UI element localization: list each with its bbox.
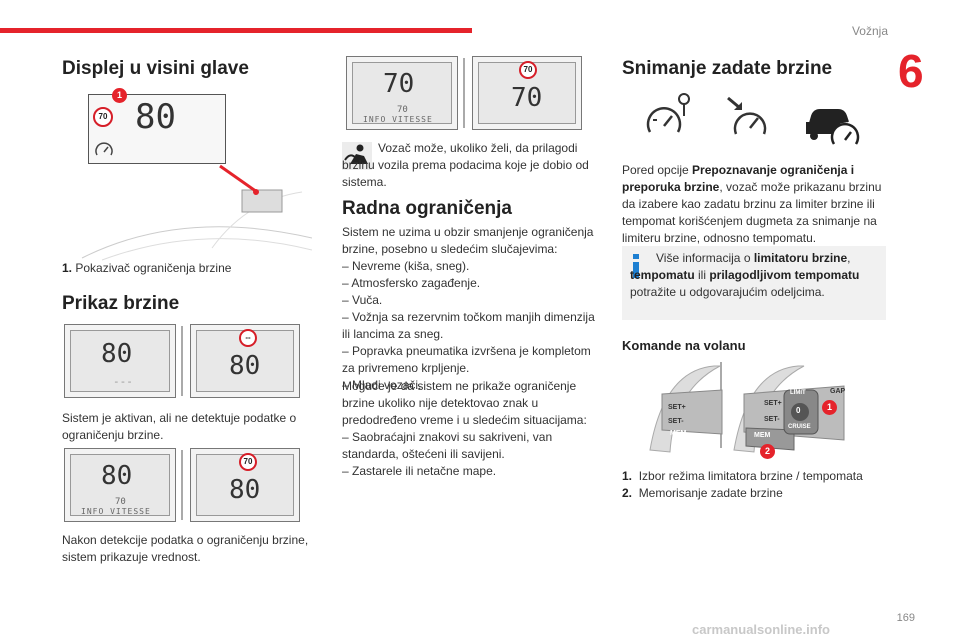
paragraph-no-data: Sistem je aktivan, ali ne detektuje poda… [62, 411, 297, 442]
top-accent-bar [0, 28, 472, 33]
stalk-drawing [649, 362, 845, 453]
footer-watermark: carmanualsonline.info [692, 622, 830, 637]
hud-dashboard-drawing [81, 164, 313, 261]
display-adjust-left: 70 70 INFO VITESSE [346, 56, 458, 130]
limits-list-2: – Saobraćajni znakovi su sakriveni, van … [342, 429, 600, 480]
display-no-data-right: -- 80 [190, 324, 300, 398]
speedometer-pin-icon [95, 142, 113, 156]
limits-list: – Nevreme (kiša, sneg). – Atmosfersko za… [342, 258, 600, 394]
hud-display: 70 80 [88, 94, 226, 164]
stalk-left-set-minus: SET- [668, 418, 684, 425]
caption-1-text: Pokazivač ograničenja brzine [75, 261, 232, 275]
driver-adjust-icon [342, 142, 372, 170]
stalk-cruise-label: CRUISE [788, 424, 811, 430]
stalk-left-mem: MEM [670, 430, 687, 437]
heading-record-speed: Snimanje zadate brzine [622, 58, 833, 79]
display2-right-sign: 70 [239, 453, 257, 471]
limits-intro: Sistem ne uzima u obzir smanjenje ograni… [342, 225, 594, 256]
limits-item: – Popravka pneumatika izvršena je komple… [342, 344, 591, 375]
display2-left-speed: 80 [101, 461, 133, 491]
hud-callout-1: 1 [112, 88, 127, 103]
stalk-right-set-minus: SET- [764, 416, 780, 423]
hud-speed: 80 [135, 97, 176, 137]
display3-right-sign: 70 [519, 61, 537, 79]
hud-speed-sign: 70 [93, 107, 113, 127]
limits-item: – Mladi vozači. [342, 378, 422, 392]
page-number: 169 [896, 612, 915, 624]
stalk-zero-label: 0 [796, 406, 801, 415]
display3-separator [463, 58, 465, 128]
limits-item: – Atmosfersko zagađenje. [342, 276, 481, 290]
record-option-name: Prepoznavanje ograničenja i preporuka br… [622, 163, 855, 194]
limits-item: – Vožnja sa rezervnim točkom manjih dime… [342, 310, 595, 341]
speedometer-pin-icon [646, 93, 690, 133]
display2-left-small: 70 [115, 497, 126, 507]
display1-left-small: --- [113, 375, 133, 388]
caption-1-num: 1. [62, 261, 73, 275]
display2-separator [181, 450, 183, 520]
display1-separator [181, 326, 183, 396]
heading-controls: Komande na volanu [622, 338, 746, 353]
display1-right-speed: 80 [229, 351, 261, 381]
heading-speed-display: Prikaz brzine [62, 293, 180, 314]
display2-left-info: INFO VITESSE [81, 507, 151, 516]
paragraph-detected: Nakon detekcije podatka o ograničenju br… [62, 533, 309, 564]
stalk-limit-label: LIMIT [790, 390, 806, 396]
speedometer-arrow-icon [727, 96, 767, 135]
controls-callout-2: 2 [760, 444, 775, 459]
display1-left-speed: 80 [101, 339, 133, 369]
heading-hud: Displej u visini glave [62, 58, 249, 79]
heading-limits: Radna ograničenja [342, 198, 512, 219]
stalk-right-mem: MEM [754, 432, 771, 439]
info-text: Više informacija o limitatoru brzine, te… [630, 251, 860, 299]
limits-item: – Vuča. [342, 293, 383, 307]
display-detected-left: 80 70 INFO VITESSE [64, 448, 176, 522]
stalk-gap-label: GAP [830, 388, 846, 395]
car-speedometer-icon [806, 109, 860, 145]
display-detected-right: 70 80 [190, 448, 300, 522]
steering-controls-illustration: SET+ SET- MEM GAP LIMIT 0 CRUISE SET+ SE… [644, 360, 886, 460]
info-icon [633, 254, 639, 278]
limits-intro-2: Moguće je da sistem ne prikaže ograničen… [342, 379, 587, 427]
driver-note: Vozač može, ukoliko želi, da prilagodi b… [342, 141, 589, 189]
stalk-right-set-plus: SET+ [764, 400, 782, 407]
limits-item: – Zastarele ili netačne mape. [342, 464, 497, 478]
display2-right-speed: 80 [229, 475, 261, 505]
chapter-title: Vožnja [851, 24, 888, 38]
controls-caption-1: 1. Izbor režima limitatora brzine / temp… [622, 469, 863, 483]
caption-1: 1. Pokazivač ograničenja brzine [62, 260, 231, 277]
hud-illustration: 70 80 1 [62, 88, 313, 263]
display1-right-sign: -- [239, 329, 257, 347]
display-no-data-left: 80 --- [64, 324, 176, 398]
display-adjust-right: 70 70 [472, 56, 582, 130]
chapter-number: 6 [898, 45, 924, 97]
display3-left-small: 70 [397, 105, 408, 115]
stalk-left-set-plus: SET+ [668, 404, 686, 411]
record-paragraph: Pored opcije Prepoznavanje ograničenja i… [622, 163, 882, 245]
limits-item: – Nevreme (kiša, sneg). [342, 259, 470, 273]
display3-right-speed: 70 [511, 83, 543, 113]
display3-left-info: INFO VITESSE [363, 115, 433, 124]
controls-callout-1: 1 [822, 400, 837, 415]
info-box: Više informacija o limitatoru brzine, te… [622, 246, 886, 320]
limits-item: – Saobraćajni znakovi su sakriveni, van … [342, 430, 553, 461]
display3-left-speed: 70 [383, 69, 415, 99]
controls-caption-2: 2. Memorisanje zadate brzine [622, 486, 783, 500]
